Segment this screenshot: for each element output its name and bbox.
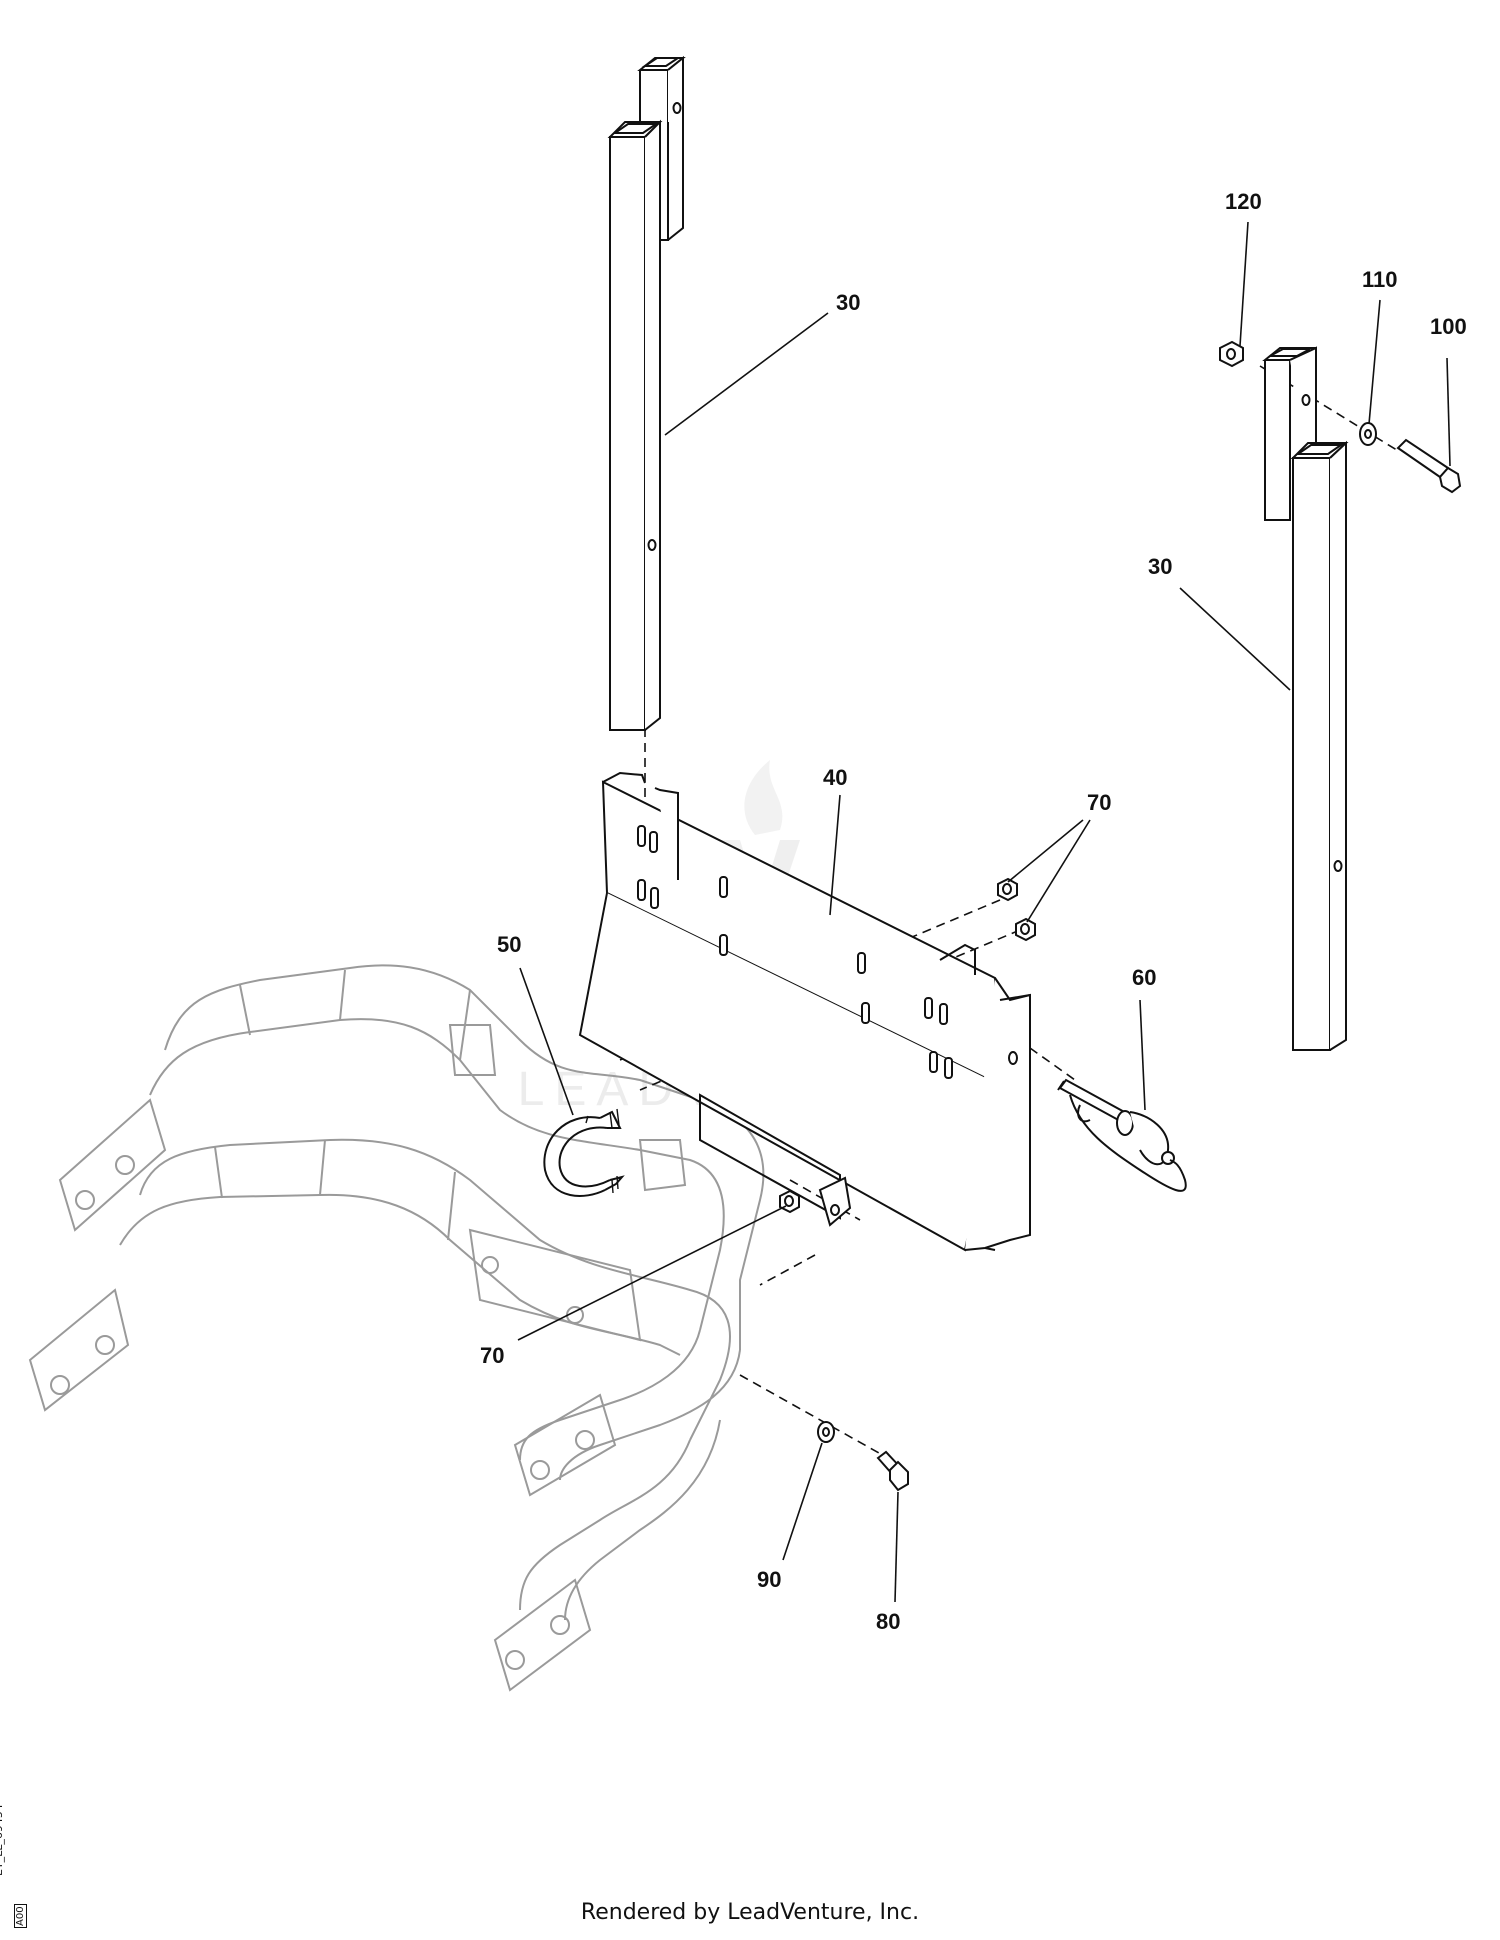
drawing-id: ET_LL_69454 (0, 1804, 5, 1876)
mower-frame-ghost (28, 964, 765, 1692)
callout-80: 80 (876, 1609, 900, 1634)
callouts: 30 30 40 50 60 70 70 80 90 100 110 120 (480, 189, 1467, 1634)
callout-40: 40 (823, 765, 847, 790)
part-90-washer (817, 1421, 835, 1443)
callout-110: 110 (1362, 267, 1398, 292)
callout-30-left: 30 (836, 290, 860, 315)
callout-90: 90 (757, 1567, 781, 1592)
part-50-u-bolt (543, 1108, 625, 1197)
callout-70-lower: 70 (480, 1343, 504, 1368)
part-110-washer (1359, 422, 1377, 446)
callout-30-right: 30 (1148, 554, 1172, 579)
part-30-left-upright (607, 55, 686, 731)
callout-100: 100 (1430, 314, 1467, 339)
callout-70-upper: 70 (1087, 790, 1111, 815)
part-30-right-upright (1262, 346, 1349, 1051)
part-40-mounting-plate (578, 771, 1031, 1252)
part-100-bolt (1396, 438, 1462, 494)
callout-120: 120 (1225, 189, 1262, 214)
leader-lines (517, 221, 1451, 1603)
part-120-nut (1219, 340, 1244, 368)
callout-60: 60 (1132, 965, 1156, 990)
callout-50: 50 (497, 932, 521, 957)
part-80-bolt (876, 1450, 909, 1492)
footer-credit: Rendered by LeadVenture, Inc. (580, 1900, 920, 1925)
part-60-hitch-pin (1057, 1078, 1187, 1192)
